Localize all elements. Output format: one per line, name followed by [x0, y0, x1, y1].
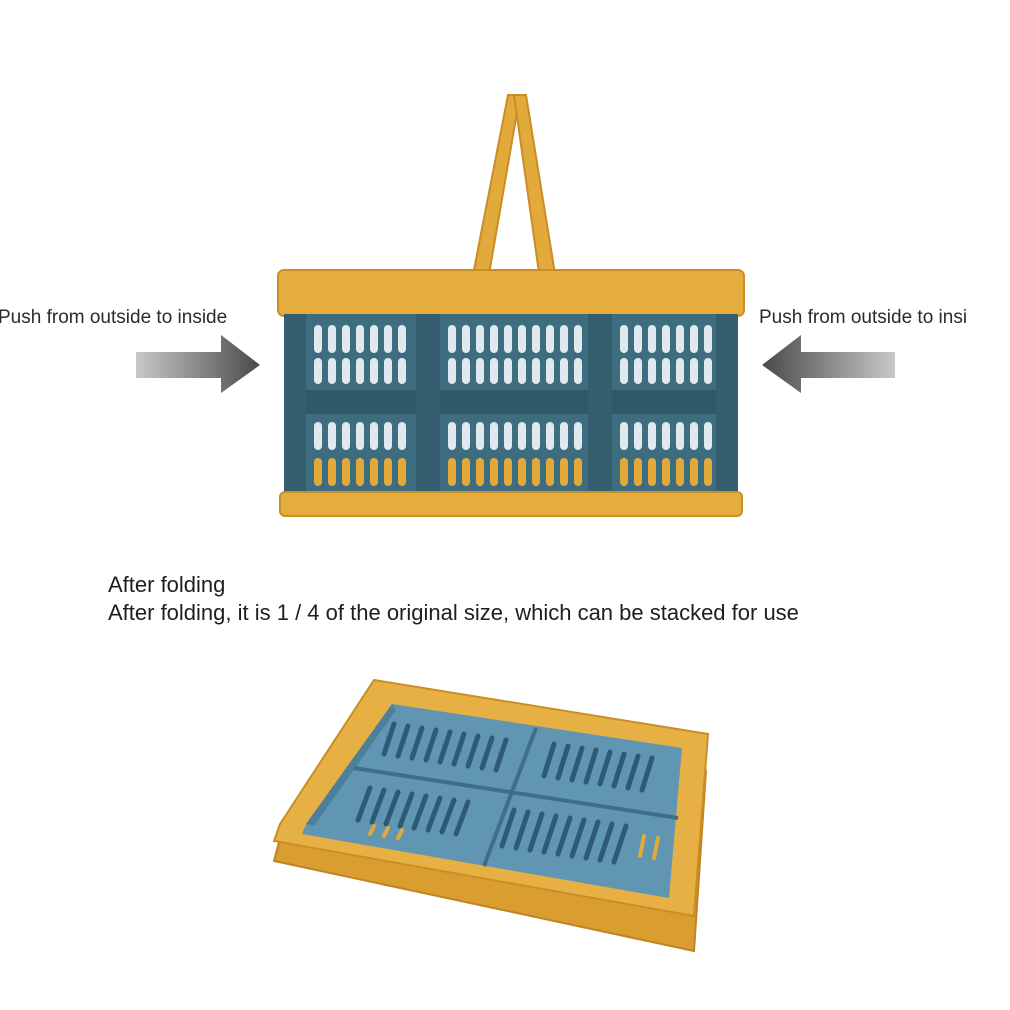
arrow-left-icon: [762, 335, 895, 393]
left-instruction-label: Push from outside to inside: [0, 307, 228, 328]
basket-upright-image: [277, 94, 745, 517]
arrow-right-icon: [136, 335, 260, 393]
caption-description: After folding, it is 1 / 4 of the origin…: [108, 600, 799, 625]
basket-top-rim: [277, 269, 745, 317]
basket-folded-image: [272, 678, 710, 953]
basket-handle: [461, 94, 565, 295]
caption-title: After folding: [108, 572, 226, 597]
caption-block: After folding After folding, it is 1 / 4…: [108, 571, 799, 627]
right-instruction-label: Push from outside to insi: [759, 307, 968, 328]
basket-bottom-rim: [279, 491, 743, 517]
